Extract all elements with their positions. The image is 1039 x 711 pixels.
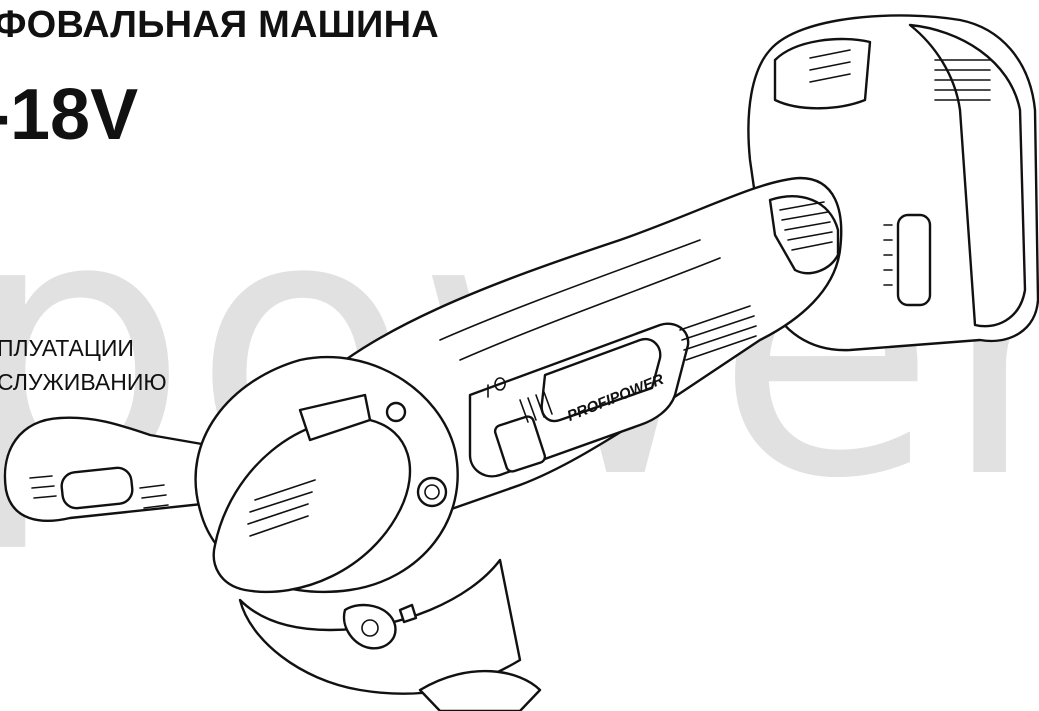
side-handle-icon <box>3 416 250 522</box>
document-title: ФОВАЛЬНАЯ МАШИНА <box>0 4 439 46</box>
document-subtitle: ПЛУАТАЦИИ СЛУЖИВАНИЮ <box>0 331 167 399</box>
model-number: -18V <box>0 75 139 155</box>
subtitle-line-2: СЛУЖИВАНИЮ <box>0 369 167 395</box>
gear-head-icon <box>194 355 542 711</box>
subtitle-line-1: ПЛУАТАЦИИ <box>0 335 134 361</box>
